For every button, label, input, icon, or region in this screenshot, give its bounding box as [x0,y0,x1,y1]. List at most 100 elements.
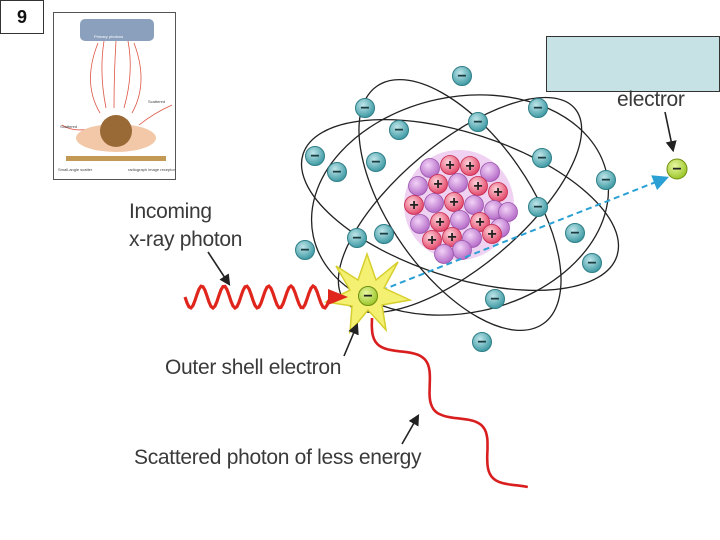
proton [404,195,424,215]
nucleus: ++++++++++++ [404,150,518,264]
ejected-electron: − [666,158,688,180]
proton [482,224,502,244]
outer-shell-electron: − [358,286,378,306]
neutron [464,195,484,215]
neutron [434,244,454,264]
neutron [498,202,518,222]
scattered-photon-wave [370,317,529,489]
proton [428,174,448,194]
neutron [408,176,428,196]
label-pointers [207,111,677,445]
neutron [480,162,500,182]
electron-sign: − [477,334,486,351]
neutron [420,158,440,178]
electron-sign: − [570,225,579,242]
pointer-incoming [207,251,231,286]
electron-sign: − [394,122,403,139]
thumbnail-scatter-diagram: Primary photons Scattered Scattered Smal… [53,12,176,180]
orbital-electrons: −−−−−−−−−−−−−−−−−− [295,66,616,352]
proton-sign: + [487,226,496,243]
electron-sign: − [601,172,610,189]
thumbnail-left-note: Scattered [60,124,78,129]
incoming-photon-label: Incoming x-ray photon [129,198,242,254]
proton [460,156,480,176]
electron-sign: − [310,148,319,165]
neutron [450,210,470,230]
electron [347,228,367,248]
electron [596,170,616,190]
electron-sign: − [537,150,546,167]
electron [355,98,375,118]
electron-sign: − [360,100,369,117]
image-receptor-icon [66,156,166,161]
pointer-ejected [664,111,677,153]
electron-sign: − [587,255,596,272]
proton-sign: + [445,157,454,174]
electron-sign: − [490,291,499,308]
ejected-electron-sign: − [672,161,681,178]
proton-sign: + [475,214,484,231]
orbit-ring-2 [300,118,620,292]
electron [528,197,548,217]
electron-sign: − [533,199,542,216]
proton [430,212,450,232]
caption-box [546,36,720,92]
proton [444,192,464,212]
ejected-electron-label: electror [617,88,685,111]
electron [468,112,488,132]
electron-sign: − [332,164,341,181]
proton-sign: + [447,229,456,246]
electron [452,66,472,86]
incoming-photon-label-line2: x-ray photon [129,228,243,251]
electron [528,98,548,118]
thumbnail-right-note: Scattered [148,99,166,104]
proton-sign: + [427,232,436,249]
proton [470,212,490,232]
electron [389,120,409,140]
outer-shell-electron-sign: − [363,288,372,305]
proton-sign: + [493,184,502,201]
proton-sign: + [449,194,458,211]
slide-number: 9 [0,0,44,34]
outer-shell-electron-label: Outer shell electron [165,356,342,379]
electron-sign: − [473,114,482,131]
electron-sign: − [352,230,361,247]
scattered-photon-label: Scattered photon of less energy [134,446,422,469]
proton-sign: + [473,178,482,195]
proton [468,176,488,196]
neutron [448,173,468,193]
proton-sign: + [435,214,444,231]
patient-head-icon [100,115,132,147]
electron-sign: − [533,100,542,117]
thumbnail-bottom-left: Small-angle scatter [58,167,93,172]
incoming-photon-wave [183,283,331,311]
thumbnail-bottom-right: radiograph image receptor [128,167,175,172]
proton [440,155,460,175]
xray-tube-icon [80,19,154,41]
proton [422,230,442,250]
electron [582,253,602,273]
electron [295,240,315,260]
electron [472,332,492,352]
electron [366,152,386,172]
proton-sign: + [409,197,418,214]
thumbnail-illustration [61,19,173,161]
orbit-ring-4 [358,78,562,332]
electron-sign: − [300,242,309,259]
neutron [410,214,430,234]
electron-sign: − [371,154,380,171]
electron [485,289,505,309]
electron [305,146,325,166]
pointer-outer-shell [343,322,359,357]
thumbnail-header: Primary photons [94,34,124,39]
pointer-scattered [401,414,420,445]
proton-sign: + [433,176,442,193]
ejected-electron-path [371,175,669,295]
electron-sign: − [379,226,388,243]
proton-sign: + [465,158,474,175]
electron [327,162,347,182]
electron [565,223,585,243]
incoming-photon-label-line1: Incoming [129,200,212,223]
incoming-photon-arrowhead [328,289,348,305]
